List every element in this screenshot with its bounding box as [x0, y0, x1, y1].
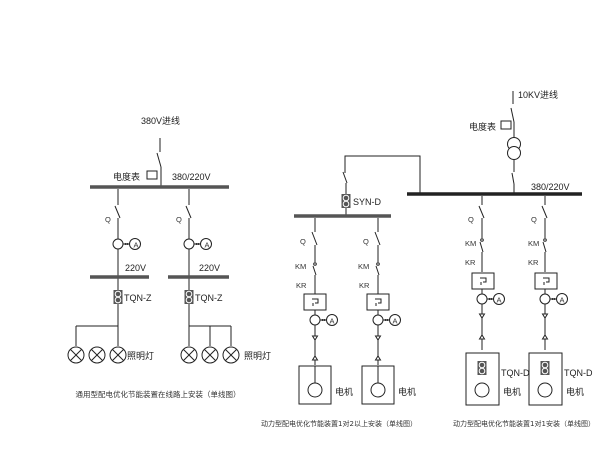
terminal-arrow-icon [478, 313, 486, 319]
motor-label: 电机 [398, 386, 416, 397]
tqn-d-device-icon [477, 360, 487, 376]
meter-label: 电度表 [113, 171, 140, 182]
motor-icon [370, 382, 386, 398]
ammeter-label: A [329, 317, 334, 326]
ammeter-label: A [204, 241, 209, 250]
contactor-label: KM [295, 262, 306, 271]
branch-b: Q KM KR A 电机 [358, 218, 416, 405]
diagram-power-1-to-many: SYN-D Q KM KR A 电机 [261, 155, 421, 428]
bus-voltage-label: 380/220V [172, 172, 211, 182]
tqn-z-device-icon [184, 289, 194, 305]
device-label: TQN-Z [124, 293, 152, 303]
breaker-icon [114, 205, 121, 219]
lamp-icon [67, 346, 85, 364]
breaker-icon [311, 231, 318, 246]
terminal-arrow-icon [311, 335, 319, 341]
breaker-icon [185, 205, 192, 219]
terminal-arrow-icon [374, 335, 382, 341]
breaker-icon [478, 205, 485, 219]
switch-icon [342, 171, 348, 184]
diagram-power-1-to-1: 10KV进线 电度表 380/220V Q KM KR A [407, 89, 595, 428]
relay-icon [534, 272, 558, 290]
breaker-label: Q [300, 237, 306, 246]
motor-icon [537, 382, 553, 398]
contactor-label: KM [465, 239, 476, 248]
lamp-icon [180, 346, 198, 364]
contactor-label: KM [528, 239, 539, 248]
branch-d: Q KM KR A TQN-D 电机 [528, 196, 593, 406]
ammeter-label: A [133, 241, 138, 250]
bus-voltage-label: 380/220V [531, 182, 570, 192]
tqn-z-device-icon [113, 289, 123, 305]
lamp-label: 照明灯 [244, 351, 271, 361]
terminal-arrow-icon [311, 355, 319, 361]
breaker-icon [541, 205, 548, 219]
branch-a: Q KM KR A 电机 [295, 218, 353, 405]
relay-label: KR [296, 281, 307, 290]
switch-icon [511, 172, 515, 185]
diagram-general-lighting: 380V进线 电度表 380/220V Q A 220V TQN-Z [67, 115, 271, 399]
caption: 动力型配电优化节能装置1对1安装（单线图） [453, 419, 595, 428]
meter-icon [146, 170, 158, 180]
caption: 动力型配电优化节能装置1对2以上安装（单线图） [261, 419, 417, 428]
ammeter-label: A [392, 317, 397, 326]
lamp-icon [88, 346, 106, 364]
branch-c: Q KM KR A TQN-D 电机 [465, 196, 530, 406]
motor-icon [474, 382, 490, 398]
relay-label: KR [528, 258, 539, 267]
relay-icon [303, 293, 327, 311]
terminal-arrow-icon [541, 334, 549, 340]
breaker-label: Q [468, 215, 474, 224]
motor-label: 电机 [503, 386, 521, 397]
motor-label: 电机 [566, 386, 584, 397]
terminal-arrow-icon [541, 313, 549, 319]
branch-2: Q A 220V TQN-Z 照明灯 [168, 189, 271, 364]
breaker-label: Q [176, 215, 182, 224]
tqn-d-device-icon [540, 360, 550, 376]
lamp-label: 照明灯 [127, 351, 154, 361]
motor-icon [307, 382, 323, 398]
contactor-icon [542, 241, 547, 253]
branch-1: Q A 220V TQN-Z 照明灯 [67, 189, 154, 364]
incoming-10kv-label: 10KV进线 [518, 89, 558, 100]
breaker-icon [374, 231, 381, 246]
relay-label: KR [465, 258, 476, 267]
contactor-icon [312, 265, 317, 276]
syn-d-device-icon [341, 193, 351, 209]
device-label: TQN-D [564, 368, 593, 378]
relay-icon [366, 293, 390, 311]
contactor-label: KM [358, 262, 369, 271]
breaker-label: Q [105, 215, 111, 224]
terminal-arrow-icon [478, 334, 486, 340]
incoming-switch [156, 152, 162, 168]
motor-label: 电机 [335, 386, 353, 397]
ammeter-label: A [559, 296, 564, 305]
sub-bus-voltage: 220V [199, 263, 220, 273]
transformer-icon [507, 146, 521, 160]
device-label: TQN-D [501, 368, 530, 378]
lamp-icon [201, 346, 219, 364]
breaker-label: Q [531, 215, 537, 224]
contactor-icon [479, 241, 484, 253]
contactor-icon [375, 265, 380, 276]
incoming-380v-label: 380V进线 [141, 115, 180, 126]
switch-icon [510, 107, 515, 123]
lamp-icon [222, 346, 240, 364]
meter-label: 电度表 [469, 121, 496, 132]
device-label: SYN-D [353, 197, 382, 207]
caption: 通用型配电优化节能装置在线路上安装（单线图） [76, 389, 241, 399]
terminal-arrow-icon [374, 355, 382, 361]
device-label: TQN-Z [195, 293, 223, 303]
feeder-link [344, 155, 421, 193]
lamp-icon [109, 346, 127, 364]
meter-icon [500, 120, 512, 130]
relay-icon [471, 272, 495, 290]
relay-label: KR [359, 281, 370, 290]
breaker-label: Q [363, 237, 369, 246]
sub-bus-voltage: 220V [125, 263, 146, 273]
ammeter-label: A [496, 296, 501, 305]
